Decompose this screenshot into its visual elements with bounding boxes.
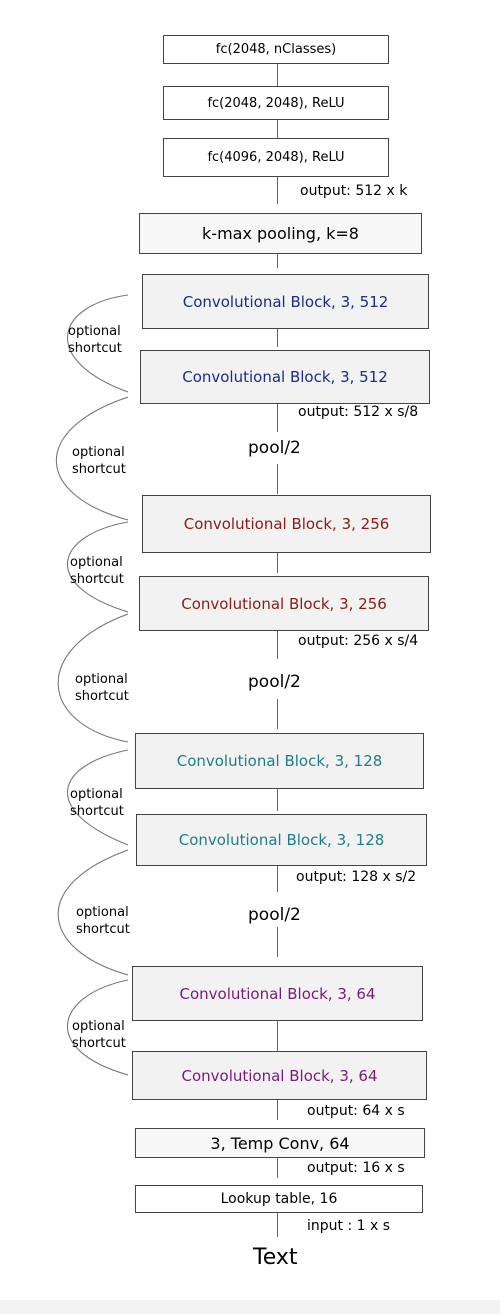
conv-block-512-upper: Convolutional Block, 3, 512	[142, 274, 429, 329]
connector-line	[277, 1100, 278, 1120]
temp-conv-layer: 3, Temp Conv, 64	[135, 1128, 425, 1158]
pool-label: pool/2	[248, 672, 301, 692]
connector-line	[277, 866, 278, 892]
connector-line	[277, 404, 278, 432]
connector-line	[277, 789, 278, 811]
output-label: output: 128 x s/2	[296, 869, 417, 885]
optional-shortcut-label: optional shortcut	[76, 904, 130, 938]
connector-line	[277, 631, 278, 659]
fc-hidden-layer-2: fc(2048, 2048), ReLU	[163, 86, 389, 120]
optional-shortcut-line2: shortcut	[72, 1036, 126, 1051]
page-footer-band	[0, 1300, 500, 1314]
optional-shortcut-line2: shortcut	[75, 689, 129, 704]
optional-shortcut-line1: optional	[72, 1019, 125, 1034]
kmax-pooling-layer: k-max pooling, k=8	[139, 213, 422, 254]
connector-line	[277, 464, 278, 494]
fc-output-layer: fc(2048, nClasses)	[163, 35, 389, 64]
output-label: output: 64 x s	[307, 1103, 405, 1119]
shortcut-arc	[66, 749, 129, 846]
connector-line	[277, 254, 278, 268]
shortcut-arc	[66, 294, 129, 393]
shortcut-arc	[57, 849, 129, 976]
optional-shortcut-line1: optional	[70, 555, 123, 570]
conv-block-256-upper: Convolutional Block, 3, 256	[142, 495, 431, 553]
connector-line	[277, 120, 278, 138]
conv-block-512-lower: Convolutional Block, 3, 512	[140, 350, 430, 404]
conv-block-64-lower: Convolutional Block, 3, 64	[132, 1051, 427, 1100]
optional-shortcut-line2: shortcut	[68, 341, 122, 356]
optional-shortcut-label: optional shortcut	[70, 554, 124, 588]
connector-line	[277, 177, 278, 204]
connector-line	[277, 1158, 278, 1178]
optional-shortcut-line1: optional	[68, 324, 121, 339]
input-label: input : 1 x s	[307, 1218, 391, 1234]
output-label: output: 16 x s	[307, 1160, 405, 1176]
connector-line	[277, 1213, 278, 1237]
shortcut-arc	[66, 979, 129, 1076]
text-input-label: Text	[253, 1245, 298, 1270]
optional-shortcut-label: optional shortcut	[75, 671, 129, 705]
shortcut-arc	[55, 396, 129, 521]
connector-line	[277, 699, 278, 729]
optional-shortcut-label: optional shortcut	[68, 323, 122, 357]
output-label: output: 256 x s/4	[298, 633, 419, 649]
optional-shortcut-line1: optional	[72, 445, 125, 460]
connector-line	[277, 927, 278, 957]
shortcut-arc	[57, 613, 129, 743]
connector-line	[277, 1021, 278, 1051]
optional-shortcut-line2: shortcut	[70, 804, 124, 819]
connector-line	[277, 553, 278, 573]
optional-shortcut-label: optional shortcut	[72, 1018, 126, 1052]
output-label: output: 512 x s/8	[298, 404, 419, 420]
conv-block-256-lower: Convolutional Block, 3, 256	[139, 576, 429, 631]
optional-shortcut-line1: optional	[75, 672, 128, 687]
conv-block-64-upper: Convolutional Block, 3, 64	[132, 966, 423, 1021]
optional-shortcut-line2: shortcut	[70, 572, 124, 587]
optional-shortcut-line1: optional	[76, 905, 129, 920]
optional-shortcut-line1: optional	[70, 787, 123, 802]
pool-label: pool/2	[248, 905, 301, 925]
conv-block-128-lower: Convolutional Block, 3, 128	[136, 814, 427, 866]
output-label: output: 512 x k	[300, 183, 408, 199]
pool-label: pool/2	[248, 438, 301, 458]
conv-block-128-upper: Convolutional Block, 3, 128	[135, 733, 424, 789]
optional-shortcut-label: optional shortcut	[70, 786, 124, 820]
fc-hidden-layer-1: fc(4096, 2048), ReLU	[163, 138, 389, 177]
optional-shortcut-label: optional shortcut	[72, 444, 126, 478]
connector-line	[277, 64, 278, 86]
optional-shortcut-line2: shortcut	[72, 462, 126, 477]
shortcut-arc	[66, 521, 129, 613]
connector-line	[277, 329, 278, 347]
lookup-table-layer: Lookup table, 16	[135, 1185, 423, 1213]
optional-shortcut-line2: shortcut	[76, 922, 130, 937]
